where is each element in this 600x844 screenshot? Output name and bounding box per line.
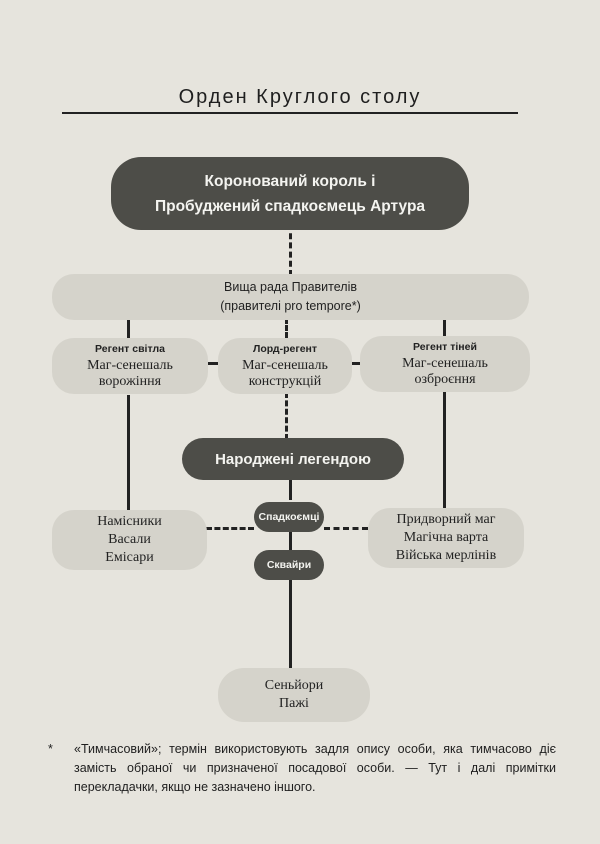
left-group-item: Васали xyxy=(108,532,151,547)
lord-regent-line1: Маг-сенешаль xyxy=(242,357,328,373)
node-born-of-legend-label: Народжені легендою xyxy=(215,450,371,468)
node-high-council: Вища рада Правителів (правителі pro temp… xyxy=(52,274,529,320)
node-left-group: Намісники Васали Емісари xyxy=(52,510,207,570)
regent-light-line1: Маг-сенешаль xyxy=(87,357,173,373)
right-group-item: Придворний маг xyxy=(396,512,496,527)
connector-heirs-right-group xyxy=(324,527,368,530)
regent-light-line2: ворожіння xyxy=(98,373,162,389)
node-crowned-king-line1: Коронований король і xyxy=(204,172,376,190)
connector-council-regent-light xyxy=(127,318,130,342)
connector-council-regent-shadow xyxy=(443,318,446,336)
lord-regent-line2: конструкцій xyxy=(248,373,322,389)
node-regent-light: Регент світла Маг-сенешаль ворожіння xyxy=(52,338,208,394)
node-born-of-legend: Народжені легендою xyxy=(182,438,404,480)
node-regent-shadow: Регент тіней Маг-сенешаль озброєння xyxy=(360,336,530,392)
node-crowned-king: Коронований король і Пробуджений спадкоє… xyxy=(111,157,469,230)
connector-regent-light-left-group xyxy=(127,395,130,511)
title-rule xyxy=(62,112,518,114)
connector-regents-left xyxy=(208,362,220,365)
connector-top-council xyxy=(289,224,292,276)
footnote-marker: * xyxy=(48,742,53,756)
left-group-item: Намісники xyxy=(97,514,162,529)
connector-regent-shadow-right-group xyxy=(443,392,446,511)
bottom-group-item: Пажі xyxy=(279,696,309,711)
node-bottom-group: Сеньйори Пажі xyxy=(218,668,370,722)
connector-lord-regent-born xyxy=(285,392,288,440)
bottom-group-item: Сеньйори xyxy=(264,678,324,693)
right-group-item: Війська мерлінів xyxy=(395,548,497,563)
node-squires: Сквайри xyxy=(254,550,324,580)
connector-left-group-heirs xyxy=(206,527,254,530)
right-group-item: Магічна варта xyxy=(403,530,489,545)
regent-light-heading: Регент світла xyxy=(95,342,165,355)
connector-regents-right xyxy=(350,362,362,365)
connector-council-lord-regent xyxy=(285,318,288,338)
footnote: * «Тимчасовий»; термін використовують за… xyxy=(48,740,556,797)
node-high-council-line2: (правителі pro tempore*) xyxy=(220,299,361,313)
left-group-item: Емісари xyxy=(105,550,154,565)
node-heirs: Спадкоємці xyxy=(254,502,324,532)
node-lord-regent: Лорд-регент Маг-сенешаль конструкцій xyxy=(218,338,352,394)
regent-shadow-line1: Маг-сенешаль xyxy=(402,355,488,371)
connector-squires-bottom xyxy=(289,580,292,668)
regent-shadow-line2: озброєння xyxy=(414,371,476,387)
connector-heirs-squires xyxy=(289,530,292,550)
node-squires-label: Сквайри xyxy=(266,559,312,571)
node-high-council-line1: Вища рада Правителів xyxy=(224,280,357,294)
footnote-text: «Тимчасовий»; термін використовують задл… xyxy=(74,742,556,794)
node-heirs-label: Спадкоємці xyxy=(258,511,320,523)
page-title: Орден Круглого столу xyxy=(178,86,422,108)
node-right-group: Придворний маг Магічна варта Війська мер… xyxy=(368,508,524,568)
regent-shadow-heading: Регент тіней xyxy=(413,340,477,353)
node-crowned-king-line2: Пробуджений спадкоємець Артура xyxy=(154,197,426,215)
connector-born-heirs xyxy=(289,478,292,500)
lord-regent-heading: Лорд-регент xyxy=(252,342,318,355)
